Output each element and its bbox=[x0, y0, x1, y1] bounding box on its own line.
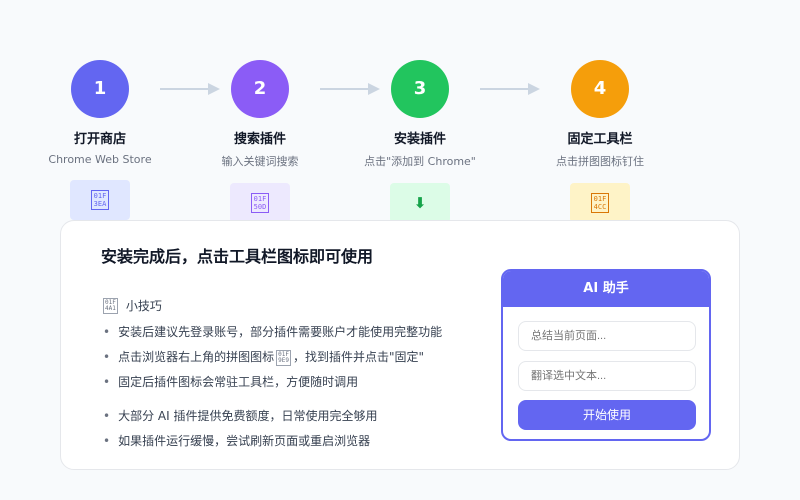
arrow-right-icon bbox=[320, 83, 380, 95]
bullet-icon: • bbox=[103, 408, 111, 423]
bullet-icon: • bbox=[103, 324, 111, 339]
tip-item: • 固定后插件图标会常驻工具栏，方便随时调用 bbox=[103, 373, 358, 390]
summarize-input[interactable] bbox=[518, 321, 696, 351]
start-button[interactable]: 开始使用 bbox=[518, 400, 696, 430]
download-icon: ⬇ bbox=[413, 194, 427, 212]
step-1-number: 1 bbox=[71, 60, 129, 118]
step-3-tile: ⬇ bbox=[390, 183, 450, 223]
step-2-subtitle: 输入关键词搜索 bbox=[221, 155, 299, 168]
tip-text: 大部分 AI 插件提供免费额度，日常使用完全够用 bbox=[118, 409, 378, 423]
card-title: 安装完成后，点击工具栏图标即可使用 bbox=[101, 247, 374, 266]
tips-heading-label: 小技巧 bbox=[125, 299, 162, 313]
step-1-subtitle: Chrome Web Store bbox=[48, 153, 152, 166]
tip-text: 安装后建议先登录账号，部分插件需要账户才能使用完整功能 bbox=[118, 325, 443, 339]
tip-item: • 如果插件运行缓慢，尝试刷新页面或重启浏览器 bbox=[103, 432, 370, 449]
tip-item: • 大部分 AI 插件提供免费额度，日常使用完全够用 bbox=[103, 407, 377, 424]
tip-text: 如果插件运行缓慢，尝试刷新页面或重启浏览器 bbox=[118, 434, 371, 448]
step-3-title: 安装插件 bbox=[393, 132, 446, 147]
tip-text-before: 点击浏览器右上角的拼图图标 bbox=[118, 350, 275, 364]
step-4-subtitle: 点击拼图图标钉住 bbox=[556, 155, 644, 168]
tip-text-after: ，找到插件并点击"固定" bbox=[292, 350, 424, 364]
bullet-icon: • bbox=[103, 374, 111, 389]
step-3-number: 3 bbox=[391, 60, 449, 118]
bullet-icon: • bbox=[103, 433, 111, 448]
step-1-title: 打开商店 bbox=[73, 132, 126, 147]
tip-text: 固定后插件图标会常驻工具栏，方便随时调用 bbox=[118, 375, 359, 389]
translate-input[interactable] bbox=[518, 361, 696, 391]
ai-assistant-widget: AI 助手 开始使用 bbox=[501, 269, 711, 441]
step-3-subtitle: 点击"添加到 Chrome" bbox=[364, 155, 476, 168]
step-4-title: 固定工具栏 bbox=[567, 132, 633, 147]
arrow-right-icon bbox=[480, 83, 540, 95]
tip-item: • 安装后建议先登录账号，部分插件需要账户才能使用完整功能 bbox=[103, 323, 442, 340]
step-3: 3 安装插件 点击"添加到 Chrome" ⬇ bbox=[340, 60, 500, 223]
arrow-right-icon bbox=[160, 83, 220, 95]
step-2-title: 搜索插件 bbox=[233, 132, 286, 147]
step-4-number: 4 bbox=[571, 60, 629, 118]
step-2-number: 2 bbox=[231, 60, 289, 118]
bullet-icon: • bbox=[103, 349, 111, 364]
widget-title: AI 助手 bbox=[503, 271, 709, 307]
